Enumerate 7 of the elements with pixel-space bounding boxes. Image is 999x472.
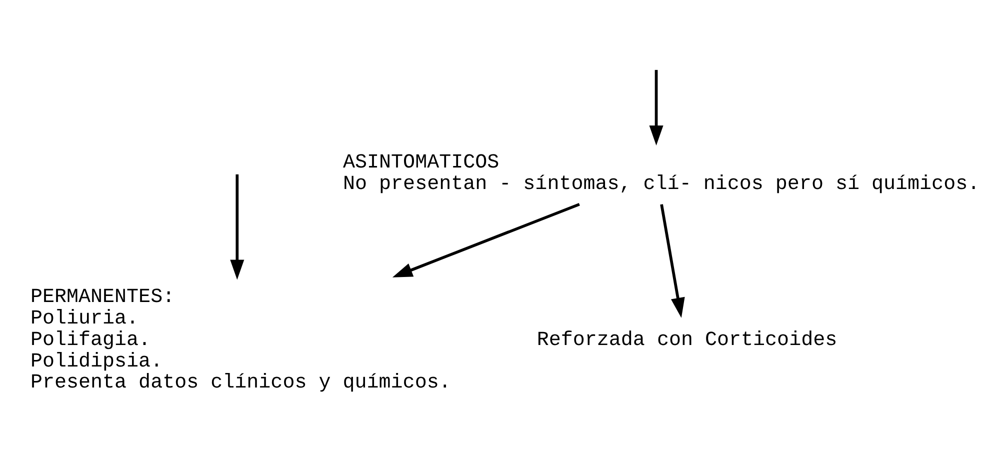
arrow xyxy=(392,203,580,278)
node-text: PERMANENTES: Poliuria. Polifagia. Polidipsia. Presenta datos clínicos y químicos. xyxy=(30,286,450,395)
arrow xyxy=(660,204,684,318)
node-text: ASINTOMATICOS No presentan - síntomas, clí- nicos pero sí químicos. xyxy=(342,151,980,196)
arrow xyxy=(648,70,663,146)
arrow xyxy=(230,174,244,280)
node-text: Reforzada con Corticoides xyxy=(536,328,837,352)
